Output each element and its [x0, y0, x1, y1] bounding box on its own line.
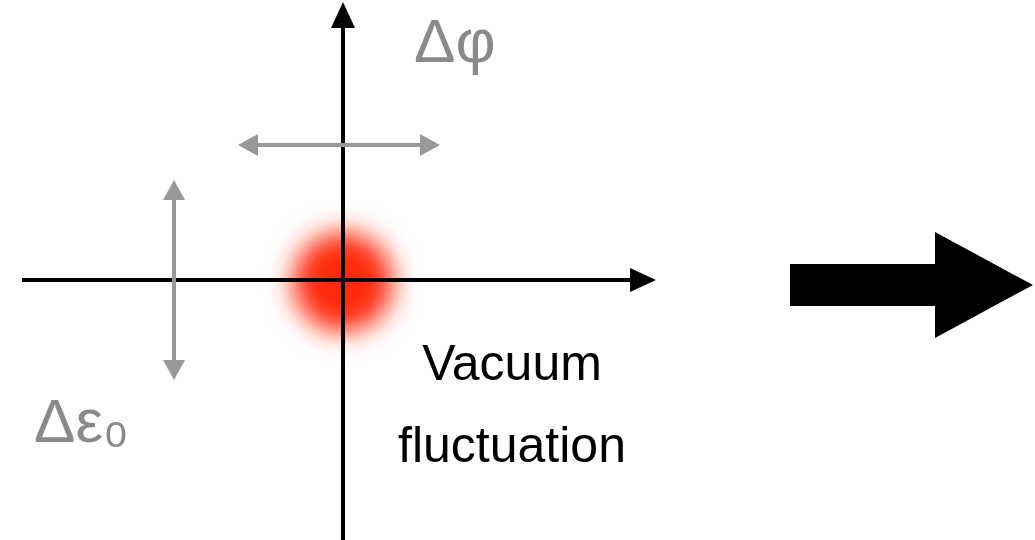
amplitude-arrow	[172, 196, 176, 364]
arrowhead	[238, 134, 258, 156]
state-label: Vacuum fluctuation	[377, 322, 647, 486]
transition-arrow	[790, 232, 1033, 338]
phase-label: Δφ	[414, 4, 496, 78]
arrowhead	[163, 360, 185, 380]
phase-arrow	[254, 143, 424, 147]
arrowhead	[163, 180, 185, 200]
axis-arrowhead	[630, 268, 656, 292]
y-axis	[341, 22, 345, 540]
x-axis	[22, 278, 636, 282]
amplitude-label: Δε₀	[34, 384, 129, 458]
axis-arrowhead	[331, 2, 355, 28]
arrowhead	[420, 134, 440, 156]
